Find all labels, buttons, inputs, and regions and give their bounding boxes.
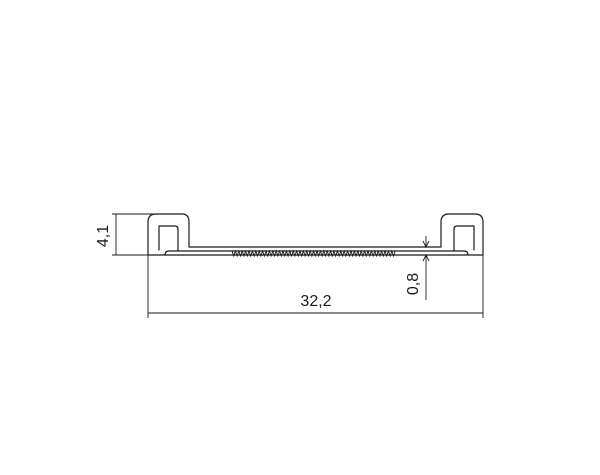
serration-teeth <box>231 249 396 258</box>
thickness-label: 0,8 <box>405 273 422 295</box>
right-hook-inner <box>453 225 475 256</box>
thickness-arrow-bottom <box>422 253 430 262</box>
width-label: 32,2 <box>300 293 331 310</box>
serrated-surface <box>231 249 396 258</box>
height-label: 4,1 <box>95 225 112 247</box>
left-hook-inner <box>158 225 179 256</box>
profile-outline <box>147 213 484 256</box>
thickness-arrow-top <box>422 240 430 249</box>
